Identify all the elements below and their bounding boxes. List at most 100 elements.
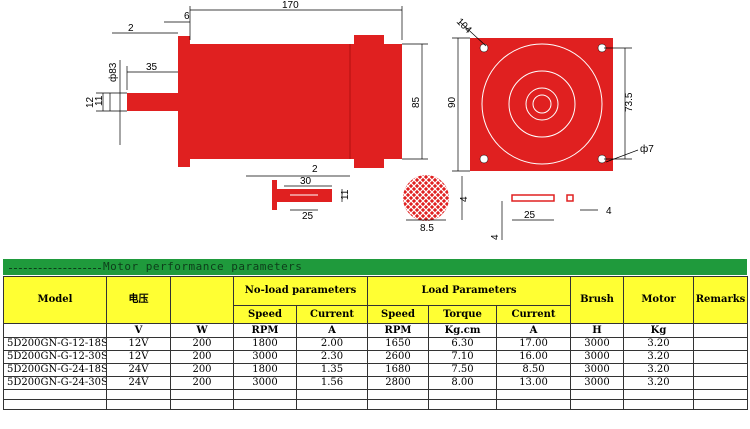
shaft-detail-flange (272, 180, 277, 210)
key-dim-4b: 4 (490, 234, 501, 240)
cell-l-current: 16.00 (495, 350, 572, 364)
header-row: Model 电压 No-load parameters Load Paramet… (3, 276, 749, 324)
unit-kgcm: Kg.cm (428, 323, 497, 338)
cell-motor: 3.20 (623, 337, 695, 351)
brush-cap-bottom (354, 159, 384, 168)
header-l-speed: Speed (367, 305, 429, 324)
key-end (566, 194, 574, 202)
header-remarks: Remarks (693, 276, 749, 324)
header-model: Model (3, 276, 107, 324)
empty-row (3, 399, 749, 410)
dim-170: 170 (282, 0, 299, 11)
motor-flange (178, 36, 190, 167)
cell-remarks (693, 376, 749, 390)
cell-model: 5D200GN-G-12-30S (3, 350, 107, 364)
cell-l-current: 8.50 (495, 363, 572, 377)
cell-nl-speed: 3000 (233, 376, 297, 390)
cell-torque: 7.50 (428, 363, 497, 377)
cell-brush: 3000 (570, 376, 625, 390)
shaft-dim-2: 2 (312, 164, 318, 175)
unit-l-a: A (495, 323, 572, 338)
cell-torque: 7.10 (428, 350, 497, 364)
cell-power: 200 (170, 337, 234, 351)
shaft-dim-25: 25 (302, 211, 314, 222)
cell-voltage: 24V (106, 376, 171, 390)
cell-motor: 3.20 (623, 363, 695, 377)
unit-h: H (570, 323, 625, 338)
cell-remarks (693, 363, 749, 377)
header-power (170, 276, 234, 324)
cell-model: 5D200GN-G-24-30S (3, 376, 107, 390)
cell-power: 200 (170, 350, 234, 364)
cell-brush: 3000 (570, 350, 625, 364)
cell-motor: 3.20 (623, 376, 695, 390)
cell-voltage: 12V (106, 350, 171, 364)
dim-73-5: 73.5 (624, 92, 635, 112)
cell-l-current: 13.00 (495, 376, 572, 390)
header-noload: No-load parameters (233, 276, 368, 306)
brush-cap-top (354, 35, 384, 45)
dim-11: 11 (94, 95, 105, 106)
table-row: 5D200GN-G-24-18S 24V 200 1800 1.35 1680 … (3, 363, 749, 377)
table-row: 5D200GN-G-12-30S 12V 200 3000 2.30 2600 … (3, 350, 749, 364)
header-nl-speed: Speed (233, 305, 297, 324)
dim-90: 90 (447, 96, 458, 108)
empty-row (3, 389, 749, 400)
units-row: V W RPM A RPM Kg.cm A H Kg (3, 323, 749, 338)
section-dim-8-5: 8.5 (420, 223, 434, 234)
front-flange (470, 38, 613, 171)
cell-nl-current: 2.00 (296, 337, 368, 351)
section-banner: Motor performance parameters (3, 259, 747, 275)
cell-l-speed: 1680 (367, 363, 429, 377)
cell-torque: 6.30 (428, 337, 497, 351)
key-dim-25: 25 (524, 210, 536, 221)
unit-l-rpm: RPM (367, 323, 429, 338)
dim-83: ф83 (107, 62, 119, 82)
motor-body (190, 44, 402, 159)
shaft-dim-30: 30 (300, 176, 312, 187)
table-row: 5D200GN-G-12-18S 12V 200 1800 2.00 1650 … (3, 337, 749, 351)
cell-voltage: 24V (106, 363, 171, 377)
table-row: 5D200GN-G-24-30S 24V 200 3000 1.56 2800 … (3, 376, 749, 390)
cell-model: 5D200GN-G-12-18S (3, 337, 107, 351)
cell-l-speed: 2800 (367, 376, 429, 390)
section-dim-4: 4 (459, 196, 470, 202)
cell-torque: 8.00 (428, 376, 497, 390)
header-voltage: 电压 (106, 276, 171, 324)
cell-l-current: 17.00 (495, 337, 572, 351)
performance-table: Model 电压 No-load parameters Load Paramet… (3, 276, 749, 410)
dim-85: 85 (411, 96, 422, 108)
header-motor: Motor (623, 276, 695, 324)
header-load: Load Parameters (366, 276, 572, 306)
unit-nl-a: A (296, 323, 368, 338)
unit-nl-rpm: RPM (233, 323, 297, 338)
shaft-cross-section: 4 8.5 (403, 175, 470, 234)
dim-35: 35 (146, 62, 158, 73)
header-nl-current: Current (296, 305, 368, 324)
shaft-dim-11: 11 (340, 189, 351, 200)
cell-motor: 3.20 (623, 350, 695, 364)
cell-brush: 3000 (570, 337, 625, 351)
unit-w: W (170, 323, 234, 338)
cell-remarks (693, 337, 749, 351)
dim-104: 104 (454, 16, 474, 36)
cell-l-speed: 1650 (367, 337, 429, 351)
key-side (511, 194, 555, 202)
cell-brush: 3000 (570, 363, 625, 377)
side-view: 170 6 2 35 ф83 12 11 85 (85, 0, 428, 168)
header-brush: Brush (570, 276, 625, 324)
dim-12: 12 (85, 96, 96, 108)
banner-title: Motor performance parameters (103, 260, 303, 273)
cell-nl-speed: 1800 (233, 337, 297, 351)
dim-2: 2 (128, 23, 134, 34)
cell-nl-speed: 3000 (233, 350, 297, 364)
key-dim-4: 4 (606, 206, 612, 217)
cell-nl-current: 2.30 (296, 350, 368, 364)
header-torque: Torque (428, 305, 497, 324)
unit-kg: Kg (623, 323, 695, 338)
dim-7: ф7 (640, 143, 654, 155)
motor-shaft (127, 93, 179, 111)
header-l-current: Current (495, 305, 572, 324)
subheader-row: Speed Current Speed Torque Current (4, 305, 748, 324)
cell-l-speed: 2600 (367, 350, 429, 364)
